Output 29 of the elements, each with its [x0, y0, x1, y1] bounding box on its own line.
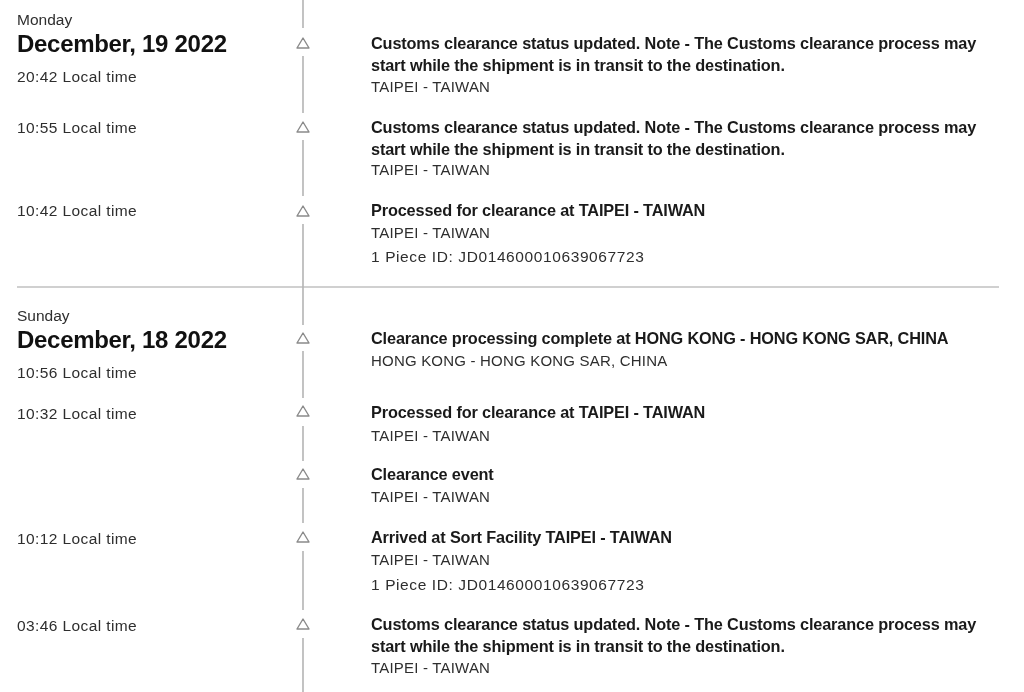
- location-label: TAIPEI - TAIWAN: [371, 426, 491, 446]
- time-label: 03:46 Local time: [17, 616, 138, 636]
- date-heading: December, 19 2022: [17, 30, 227, 58]
- location-label: TAIPEI - TAIWAN: [371, 223, 491, 243]
- location-label: TAIPEI - TAIWAN: [371, 550, 491, 570]
- weekday-label: Monday: [17, 11, 73, 29]
- piece-id-label: 1 Piece ID: JD014600010639067723: [371, 575, 645, 595]
- time-label: 10:56 Local time: [17, 363, 138, 383]
- date-heading: December, 18 2022: [17, 326, 227, 354]
- time-label: 10:32 Local time: [17, 404, 138, 424]
- location-label: TAIPEI - TAIWAN: [371, 160, 491, 180]
- event-description: Clearance event: [371, 464, 495, 485]
- event-description: Customs clearance status updated. Note - The Customs clearance process may start while the shipment is in transit to the destination.: [371, 117, 978, 160]
- time-label: 10:12 Local time: [17, 529, 138, 549]
- location-label: TAIPEI - TAIWAN: [371, 658, 491, 678]
- event-description: Processed for clearance at TAIPEI - TAIWAN: [371, 402, 707, 423]
- time-label: 10:55 Local time: [17, 118, 138, 138]
- weekday-label: Sunday: [17, 307, 70, 325]
- event-description: Arrived at Sort Facility TAIPEI - TAIWAN: [371, 527, 673, 548]
- event-description: Customs clearance status updated. Note - The Customs clearance process may start while the shipment is in transit to the destination.: [371, 614, 978, 657]
- piece-id-label: 1 Piece ID: JD014600010639067723: [371, 247, 645, 267]
- time-label: 20:42 Local time: [17, 67, 138, 87]
- time-label: 10:42 Local time: [17, 201, 138, 221]
- event-description: Clearance processing complete at HONG KONG - HONG KONG SAR, CHINA: [371, 328, 950, 349]
- event-description: Processed for clearance at TAIPEI - TAIWAN: [371, 200, 707, 221]
- location-label: TAIPEI - TAIWAN: [371, 77, 491, 97]
- location-label: HONG KONG - HONG KONG SAR, CHINA: [371, 351, 668, 371]
- event-description: Customs clearance status updated. Note - The Customs clearance process may start while the shipment is in transit to the destination.: [371, 33, 978, 76]
- location-label: TAIPEI - TAIWAN: [371, 487, 491, 507]
